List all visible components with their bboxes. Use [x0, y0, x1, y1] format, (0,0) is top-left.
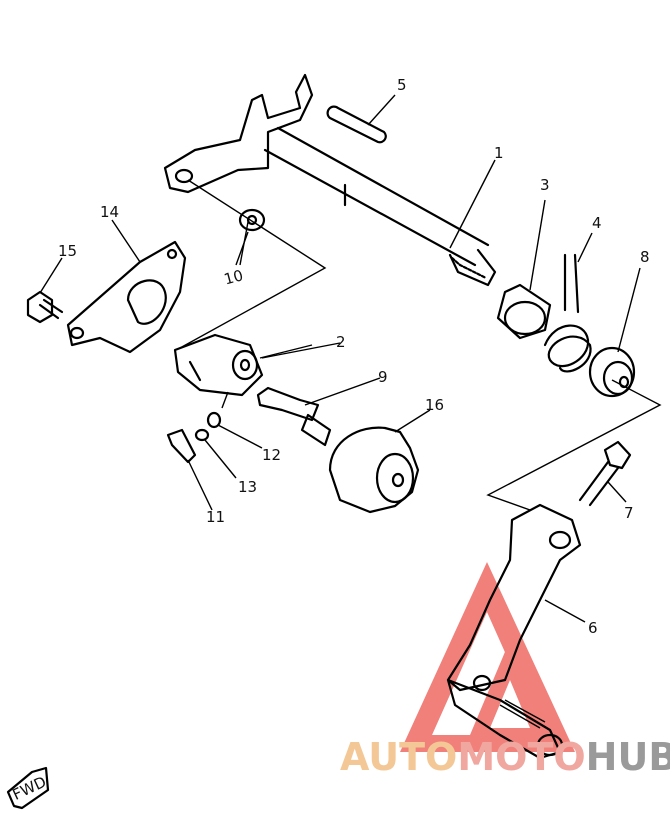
part-14-plate — [66, 240, 187, 354]
part-3-collar — [496, 283, 552, 340]
part-7-bolt — [578, 440, 632, 507]
part-8-seal — [588, 346, 636, 398]
leader-lines — [39, 94, 641, 623]
callout-numbers: 5 1 3 4 8 14 15 10 2 9 16 12 13 11 7 6 — [58, 76, 650, 637]
callout-12: 12 — [262, 446, 281, 464]
watermark-auto: AUTO — [340, 735, 458, 779]
part-5-pin — [326, 105, 387, 144]
watermark-moto: MOTO — [457, 735, 586, 779]
part-6-shift-pedal — [446, 503, 582, 760]
fwd-label: FWD — [10, 773, 49, 804]
callout-5: 5 — [397, 76, 407, 94]
watermark-hub: HUB — [585, 735, 670, 779]
part-4-spring — [543, 253, 592, 373]
callout-13: 13 — [238, 478, 257, 496]
callout-1: 1 — [494, 144, 504, 162]
part-10-washer — [238, 208, 266, 232]
watermark-text: AUTOMOTOHUB — [340, 735, 670, 779]
watermark-logo — [400, 562, 575, 752]
part-9-stopper-bolt — [256, 386, 332, 447]
part-15-bolt — [26, 290, 64, 324]
callout-8: 8 — [640, 248, 650, 266]
callout-9: 9 — [378, 368, 388, 386]
callout-10: 10 — [222, 266, 245, 288]
callout-6: 6 — [588, 619, 598, 637]
callout-11: 11 — [206, 508, 225, 526]
part-2-lever — [173, 333, 264, 397]
part-11-12-13-small-parts — [166, 411, 222, 464]
callout-2: 2 — [336, 333, 346, 351]
callout-15: 15 — [58, 242, 77, 260]
callout-7: 7 — [624, 504, 634, 522]
callout-16: 16 — [425, 396, 444, 414]
callout-14: 14 — [100, 203, 119, 221]
callout-3: 3 — [540, 176, 550, 194]
part-16-segment — [328, 426, 420, 514]
part-1-shift-shaft — [163, 73, 497, 287]
callout-4: 4 — [592, 214, 602, 232]
forward-direction-arrow: FWD — [6, 766, 50, 810]
